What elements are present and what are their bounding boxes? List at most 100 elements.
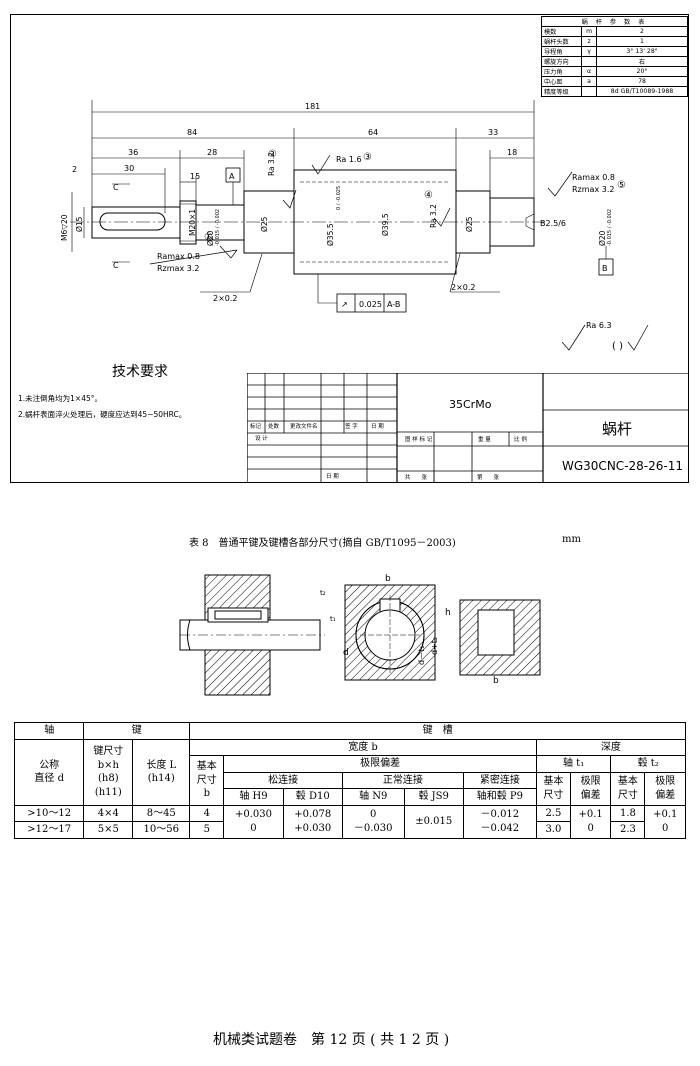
- dim-phi20b-tol: -0.015 / -0.002: [607, 209, 613, 246]
- dim-36: 36: [128, 148, 138, 157]
- tb-date: 日 期: [326, 474, 339, 480]
- th-shaft-t1: 轴 t₁: [535, 755, 612, 773]
- worm-shaft-drawing: 181 84 64 33 36 28 30 18 15 2 2×0.2 2×0.…: [60, 100, 649, 352]
- tb-material: 35CrMo: [449, 398, 492, 411]
- roughness-2: Ra 3.2: [267, 152, 276, 176]
- th-normal: 正常连接: [341, 771, 464, 789]
- sec-label-b: b: [385, 574, 391, 584]
- section-mark-bottom: C: [113, 261, 119, 270]
- callout-3: ③: [363, 152, 372, 163]
- roughness-4: Ra 3.2: [429, 204, 438, 228]
- cell-t2-limit: +0.1 0: [644, 804, 686, 839]
- th-groove: 键 槽: [189, 722, 686, 740]
- tb-weight: 重 量: [478, 437, 491, 443]
- callout-5: ⑤: [617, 180, 626, 191]
- roughness-1a: Ramax 0.8: [157, 252, 200, 261]
- callout-4: ④: [424, 190, 433, 201]
- dim-30: 30: [124, 164, 134, 173]
- dim-28: 28: [207, 148, 217, 157]
- chamfer-right: 2×0.2: [451, 283, 476, 292]
- datum-b: B: [602, 264, 608, 273]
- sec-label-h: h: [445, 608, 451, 618]
- sec-label-t2: t₂: [320, 589, 326, 597]
- dim-phi20b: Ø20: [598, 230, 607, 246]
- tol-sym: ↗: [341, 300, 348, 309]
- tech-requirement-1: 1.未注倒角均为1×45°。: [18, 394, 103, 403]
- dim-phi35-tol: 0 / -0.025: [336, 186, 342, 210]
- dim-phi20a: Ø20: [206, 230, 215, 246]
- th-js9: 毂 JS9: [403, 788, 464, 806]
- th-key: 键: [83, 722, 191, 740]
- dim-phi39: Ø39.5: [381, 213, 390, 236]
- chamfer-left: 2×0.2: [213, 294, 238, 303]
- tb-label-sign: 签 字: [345, 424, 358, 430]
- th-width: 宽度 b: [189, 738, 537, 756]
- tb-drawing-number: WG30CNC-28-26-11: [562, 459, 683, 473]
- page-footer: 机械类试题卷 第 12 页 ( 共 1 2 页 ): [213, 1032, 450, 1048]
- tech-requirements-title: 技术要求: [112, 364, 168, 380]
- callout-1: ①: [204, 232, 213, 243]
- dim-33: 33: [488, 128, 498, 137]
- table-unit: mm: [562, 534, 581, 545]
- roughness-paren: ( ): [612, 341, 623, 352]
- cell-p9: －0.012 －0.042: [462, 804, 537, 839]
- tb-label-doc: 更改文件名: [290, 424, 318, 430]
- th-t1-limit: 极限 偏差: [569, 771, 612, 806]
- dim-phi15: Ø15: [75, 216, 84, 232]
- tol-value: 0.025: [359, 300, 382, 309]
- table-row: >12～17 5×5 10～56 5 3.0 2.3: [13, 821, 686, 839]
- cell-js9: ±0.015: [403, 804, 464, 839]
- cell-t1-limit: +0.1 0: [569, 804, 612, 839]
- dim-phi20a-tol: -0.015 / -0.002: [215, 209, 221, 246]
- tb-label-count: 处数: [268, 424, 280, 430]
- th-t1-basic: 基本 尺寸: [535, 771, 571, 806]
- th-shaft: 轴: [13, 722, 85, 740]
- roughness-5b: Rzmax 3.2: [572, 185, 614, 194]
- param-row: 螺旋方向右: [540, 56, 688, 67]
- th-limits: 极限偏差: [223, 755, 537, 773]
- callout-2: ②: [268, 149, 277, 160]
- tb-part-name: 蜗杆: [602, 420, 633, 438]
- th-tight: 紧密连接: [462, 771, 537, 789]
- roughness-1: Ra 1.6: [336, 155, 362, 164]
- dim-phi35: Ø35.5: [326, 223, 335, 246]
- roughness-5a: Ramax 0.8: [572, 173, 615, 182]
- tb-scale: 比 例: [514, 437, 527, 443]
- th-t2-basic: 基本 尺寸: [610, 771, 646, 806]
- th-t2-limit: 极限 偏差: [644, 771, 686, 806]
- th-keysize: 键尺寸 b×h (h8) (h11): [83, 738, 134, 806]
- tb-label-mark: 标记: [250, 424, 262, 430]
- cell-d10: +0.078 +0.030: [282, 804, 343, 839]
- sec-label-d: d: [343, 648, 349, 658]
- title-block: [247, 373, 689, 483]
- keyway-section-figure: b t₂ t₁ d h b d－t₁ d+t₂: [179, 574, 541, 696]
- sec-label-d-t2: d+t₂: [430, 637, 439, 655]
- dim-m20: M20×1: [188, 209, 197, 236]
- sec-label-d-t1: d－t₁: [417, 646, 426, 665]
- th-length: 长度 L (h14): [132, 738, 191, 806]
- th-basic-b: 基本 尺寸 b: [189, 755, 225, 806]
- table-row: >10～12 4×4 8～45 4 +0.030 0 +0.078 +0.030…: [13, 804, 686, 839]
- tb-label-date: 日 期: [371, 424, 384, 430]
- roughness-1b: Rzmax 3.2: [157, 264, 199, 273]
- dim-64: 64: [368, 128, 378, 137]
- th-p9: 轴和毂 P9: [462, 788, 537, 806]
- center-hole-label: B2.5/6: [540, 219, 566, 228]
- dim-2: 2: [72, 165, 77, 174]
- th-loose: 松连接: [223, 771, 343, 789]
- section-mark-top: C: [113, 183, 119, 192]
- dim-181: 181: [305, 102, 320, 111]
- tb-stage: 图 样 标 记: [405, 437, 433, 443]
- tb-sheet: 第 张: [477, 475, 500, 481]
- tol-ref: A-B: [387, 300, 400, 309]
- th-dia: 公称 直径 d: [13, 738, 85, 806]
- dim-84: 84: [187, 128, 197, 137]
- th-n9: 轴 N9: [341, 788, 405, 806]
- tb-total: 共 张: [405, 475, 428, 481]
- tb-design: 设 计: [255, 436, 268, 442]
- dim-15: 15: [190, 172, 200, 181]
- datum-a: A: [229, 172, 235, 181]
